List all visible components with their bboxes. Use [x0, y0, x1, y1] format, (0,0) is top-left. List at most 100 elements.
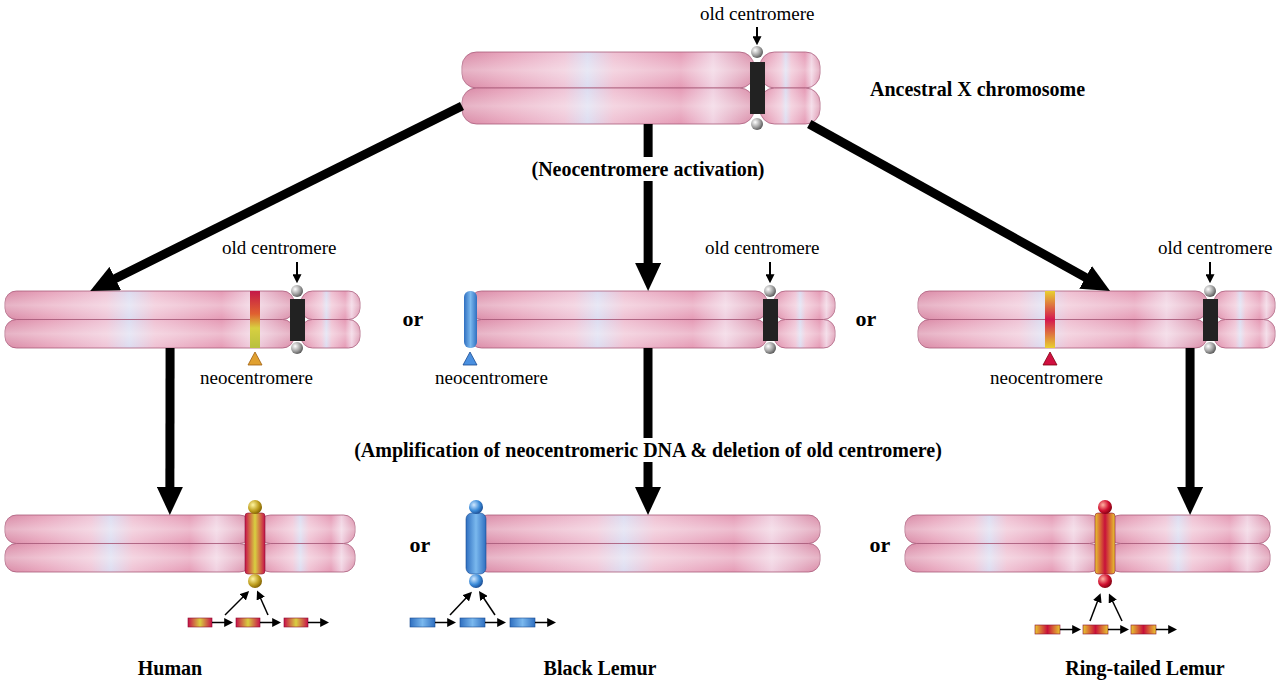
alternative-word: or: [870, 533, 891, 557]
leader-arrow: [296, 262, 298, 276]
chromosome-node: Human: [5, 515, 355, 572]
chromatid-arm: [476, 544, 820, 573]
chromatid-highlight: [476, 544, 820, 573]
tandem-arrow: [1060, 629, 1074, 631]
chromatid-arm: [462, 52, 754, 88]
leader-arrow: [260, 597, 268, 615]
tandem-arrow: [485, 622, 499, 624]
chromatid-highlight: [470, 291, 767, 320]
chromosome-node: old centromereneocentromere: [5, 291, 360, 348]
species-label: Human: [70, 657, 270, 679]
chromatid-arm: [5, 291, 294, 320]
process-arrow: [110, 106, 462, 281]
alternative-word: or: [410, 533, 431, 557]
chromatid-highlight: [476, 515, 820, 544]
chromatid-highlight: [259, 515, 355, 544]
leader-arrow: [756, 27, 758, 38]
chromosome-node: old centromereneocentromere: [470, 291, 835, 348]
tandem-arrow: [212, 622, 226, 624]
chromatid-arm: [462, 88, 754, 124]
process-arrow: [644, 124, 653, 269]
chromatid-arm: [918, 291, 1207, 320]
kinetochore-ball: [1204, 285, 1216, 297]
tandem-arrow: [308, 622, 322, 624]
chromosome-node: Ring-tailed Lemur: [905, 515, 1270, 572]
kinetochore-ball: [764, 285, 776, 297]
chromatid-highlight: [918, 320, 1207, 349]
step-label: (Neocentromere activation): [525, 157, 770, 181]
neocentromere-label: neocentromere: [435, 367, 548, 389]
repeat-unit: [1083, 625, 1108, 634]
kinetochore-ball: [469, 500, 483, 514]
leader-arrow: [225, 596, 244, 615]
neocentromere-band: [464, 291, 477, 348]
chromatid-highlight: [774, 320, 835, 349]
chromatid-highlight: [5, 320, 294, 349]
repeat-unit: [284, 618, 308, 627]
amplified-centromere: [245, 513, 265, 574]
chromatid-arm: [1109, 544, 1270, 573]
chromatid-arm: [905, 515, 1101, 544]
kinetochore-ball: [1098, 574, 1112, 588]
centromere-label: old centromere: [705, 237, 819, 259]
chromosome-shape: [905, 515, 1270, 572]
chromatid-arm: [918, 320, 1207, 349]
repeat-unit: [1035, 625, 1060, 634]
chromosome-shape: [5, 291, 360, 348]
process-arrow: [809, 124, 1091, 280]
chromosome-title: Ancestral X chromosome: [870, 78, 1085, 100]
chromosome-node: Black Lemur: [470, 515, 820, 572]
chromatid-arm: [774, 320, 835, 349]
chromatid-arm: [774, 291, 835, 320]
kinetochore-ball: [751, 46, 763, 58]
neocentromere-marker: [248, 352, 262, 365]
amplified-centromere: [1095, 513, 1115, 574]
centromere-label: old centromere: [1158, 237, 1272, 259]
chromatid-highlight: [462, 88, 754, 124]
species-label: Black Lemur: [470, 657, 730, 679]
chromatid-highlight: [1214, 320, 1275, 349]
chromatid-arm: [301, 291, 360, 320]
kinetochore-ball: [248, 574, 262, 588]
chromatid-arm: [5, 320, 294, 349]
chromatid-highlight: [760, 52, 820, 88]
chromatid-highlight: [918, 291, 1207, 320]
process-arrow: [165, 348, 174, 493]
kinetochore-ball: [291, 342, 303, 354]
kinetochore-ball: [1098, 500, 1112, 514]
chromosome-node: old centromereneocentromere: [918, 291, 1275, 348]
chromosome-shape: [470, 291, 835, 348]
centromere-block: [763, 299, 778, 341]
chromatid-arm: [760, 88, 820, 124]
centromere-block: [290, 299, 305, 341]
tandem-arrow: [1156, 629, 1170, 631]
chromatid-highlight: [760, 88, 820, 124]
alternative-word: or: [856, 307, 877, 331]
tandem-arrow: [435, 622, 449, 624]
chromatid-highlight: [5, 291, 294, 320]
tandem-arrow: [1108, 629, 1122, 631]
chromosome-shape: [5, 515, 355, 572]
chromatid-highlight: [301, 291, 360, 320]
alternative-word: or: [403, 307, 424, 331]
chromosome-shape: [470, 515, 820, 572]
leader-arrow: [1090, 600, 1098, 621]
chromosome-node: old centromereAncestral X chromosome: [462, 52, 820, 124]
chromatid-highlight: [5, 515, 251, 544]
neocentromere-band: [250, 291, 260, 348]
neocentromere-marker: [1043, 352, 1057, 365]
kinetochore-ball: [291, 285, 303, 297]
repeat-unit: [410, 618, 435, 627]
chromatid-arm: [259, 544, 355, 573]
chromatid-arm: [1214, 320, 1275, 349]
leader-arrow: [483, 597, 495, 615]
chromatid-highlight: [1109, 544, 1270, 573]
neocentromere-label: neocentromere: [200, 367, 313, 389]
chromatid-highlight: [5, 544, 251, 573]
kinetochore-ball: [751, 118, 763, 130]
